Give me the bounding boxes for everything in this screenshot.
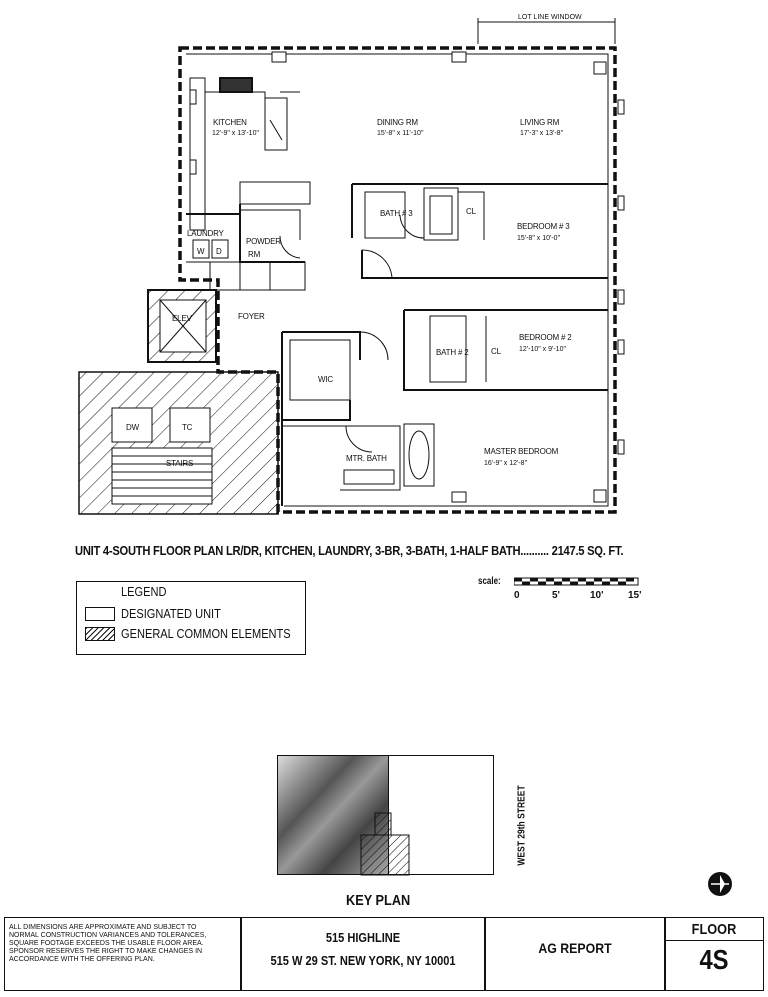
dw-label: DW [126,423,140,432]
washer-label: W [197,247,205,256]
bath2-label: BATH # 2 [436,348,469,357]
powder-label: POWDER [246,237,281,246]
floor-label: FLOOR [691,921,737,938]
report-label: AG REPORT [538,940,612,956]
report-cell: AG REPORT [484,917,666,991]
bedroom2-dims: 12'-10" x 9'-10" [519,346,566,353]
address-cell: 515 HIGHLINE 515 W 29 ST. NEW YORK, NY 1… [240,917,486,991]
floor-divider [665,940,763,941]
scale-tick-10: 10' [590,590,604,601]
floor-cell: FLOOR 4S [664,917,764,991]
closet3-label: CL [466,207,477,216]
key-plan [277,755,494,876]
scale-tick-5: 5' [552,590,560,601]
master-bedroom-dims: 16'-9" x 12'-8" [484,460,528,467]
master-bath-label: MTR. BATH [346,454,387,463]
stairs-treads [111,447,213,505]
lot-line-label: LOT LINE WINDOW [518,14,582,21]
living-dims: 17'-3" x 13'-8" [520,130,564,137]
legend-label-common: GENERAL COMMON ELEMENTS [121,626,291,641]
lot-line-marker: LOT LINE WINDOW [477,14,616,44]
elevator [147,289,217,363]
common-elements-swatch [85,627,115,641]
street-label: WEST 29th STREET [516,785,528,866]
legend-heading: LEGEND [121,584,167,599]
bedroom3-label: BEDROOM # 3 [517,222,570,231]
legend: LEGEND DESIGNATED UNIT GENERAL COMMON EL… [76,581,306,655]
designated-unit-swatch [85,607,115,621]
floor-plan-drawing: LOT LINE WINDOW [78,14,625,515]
north-arrow-icon [708,872,732,896]
tc-label: TC [182,423,193,432]
scale-tick-15: 15' [628,590,642,601]
bedroom3-dims: 15'-8" x 10'-0" [517,235,561,242]
window-marks [189,51,625,503]
bath3-label: BATH # 3 [380,209,413,218]
stairs-label: STAIRS [166,459,193,468]
elevator-label: ELEV [172,314,193,323]
foyer-label: FOYER [238,312,265,321]
dining-label: DINING RM [377,118,418,127]
laundry-label: LAUNDRY [187,229,225,238]
disclaimer-text: ALL DIMENSIONS ARE APPROXIMATE AND SUBJE… [9,924,207,963]
master-bedroom-label: MASTER BEDROOM [484,447,559,456]
disclaimer-cell: ALL DIMENSIONS ARE APPROXIMATE AND SUBJE… [4,917,242,991]
kitchen-dims: 12'-9" x 13'-10" [212,130,259,137]
kitchen-label: KITCHEN [213,118,247,127]
unit-boundary [178,46,617,514]
wic-label: WIC [318,375,333,384]
building-name: 515 HIGHLINE [325,930,401,945]
dryer-label: D [216,247,222,256]
floor-value: 4S [699,944,729,975]
closet2-label: CL [491,347,502,356]
key-plan-caption: KEY PLAN [346,892,411,909]
bedroom2-label: BEDROOM # 2 [519,333,572,342]
dining-dims: 15'-8" x 11'-10" [377,130,424,137]
scale-tick-0: 0 [514,590,520,601]
powder-label-2: RM [248,250,261,259]
scale-bar [514,577,639,586]
scale-label: scale: [478,576,501,587]
plan-title: UNIT 4-SOUTH FLOOR PLAN LR/DR, KITCHEN, … [75,543,624,558]
building-address: 515 W 29 ST. NEW YORK, NY 10001 [270,953,456,968]
legend-label-designated: DESIGNATED UNIT [121,606,221,621]
living-label: LIVING RM [520,118,560,127]
